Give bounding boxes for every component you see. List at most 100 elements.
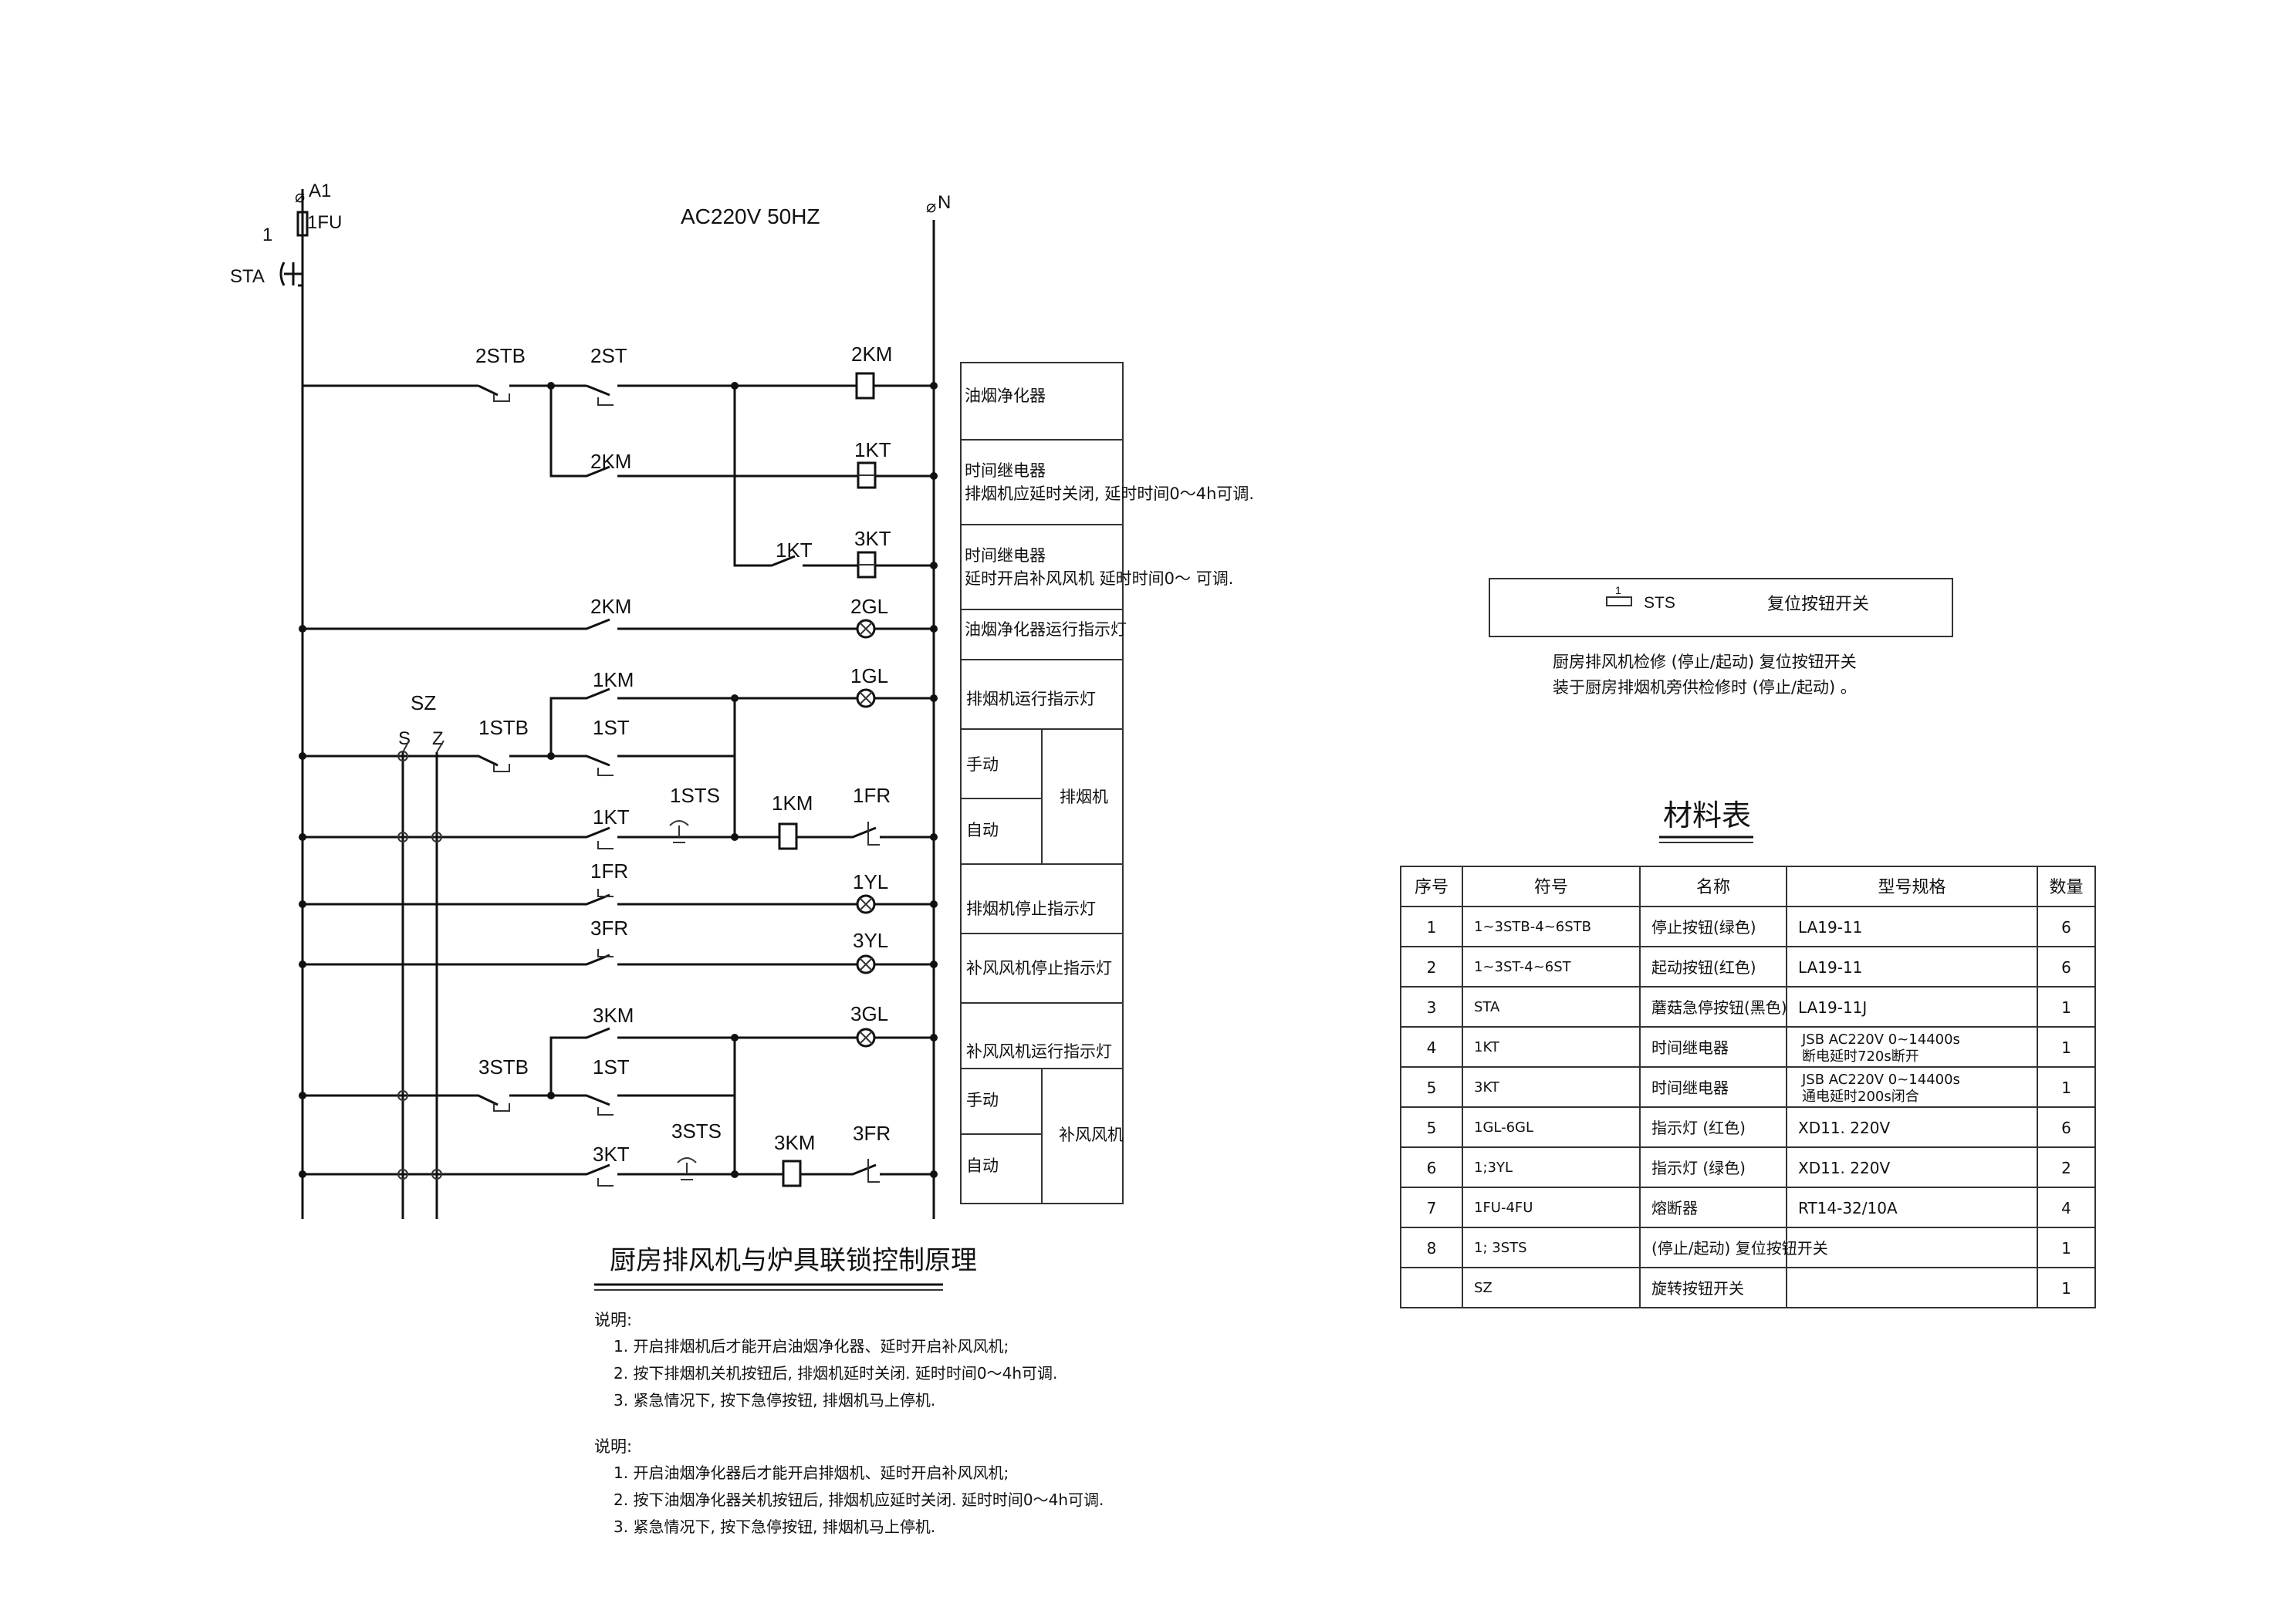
table-cell: 1 <box>2061 998 2071 1017</box>
sz-s-contact-4 <box>397 1169 408 1180</box>
table-cell: 1 <box>2061 1279 2071 1298</box>
table-cell: SZ <box>1474 1280 1493 1296</box>
table-cell: 5 <box>1427 1079 1437 1097</box>
table-cell: 5 <box>1427 1119 1437 1137</box>
table-cell: 断电延时720s断开 <box>1802 1048 1919 1065</box>
neutral-label: N <box>938 192 951 213</box>
drawing-title: 厨房排风机与炉具联锁控制原理 <box>610 1245 977 1276</box>
note-supply-fan: 补风风机 <box>1059 1126 1124 1144</box>
table-cell: 1 <box>2061 1239 2071 1258</box>
table-header: 名称 <box>1696 878 1730 897</box>
legend-sts-symbol <box>1606 596 1632 606</box>
table-cell: 3 <box>1427 998 1437 1017</box>
annotation-column: 油烟净化器 时间继电器 排烟机应延时关闭, 延时时间0～4h可调. 时间继电器 … <box>960 362 1254 1204</box>
label-z: Z <box>432 728 444 749</box>
sz-s-contact-1 <box>397 751 408 761</box>
label-3gl: 3GL <box>850 1002 888 1025</box>
label-3sts: 3STS <box>671 1119 722 1143</box>
table-cell: (停止/起动) 复位按钮开关 <box>1651 1239 1828 1258</box>
table-cell: 旋转按钮开关 <box>1651 1279 1744 1298</box>
notes-heading-1: 说明: <box>594 1311 632 1329</box>
legend-symbol: STS <box>1644 594 1675 612</box>
label-3km-coil: 3KM <box>774 1131 815 1154</box>
table-cell: 蘑菇急停按钮(黑色) <box>1651 998 1787 1017</box>
table-cell: 1 <box>2061 1038 2071 1057</box>
label-1stb: 1STB <box>478 716 529 739</box>
table-cell: 1~3ST-4~6ST <box>1474 959 1572 975</box>
sz-z-contact-2 <box>431 832 442 842</box>
label-2km-lamp: 2KM <box>590 595 631 618</box>
label-2st: 2ST <box>590 344 627 367</box>
label-2km-coil: 2KM <box>851 343 892 366</box>
legend-box: 1 STS 复位按钮开关 厨房排风机检修 (停止/起动) 复位按钮开关 装于厨房… <box>1489 578 1953 697</box>
legend-note-2: 装于厨房排烟机旁供检修时 (停止/起动) 。 <box>1553 678 1857 697</box>
legend-desc: 复位按钮开关 <box>1767 595 1869 614</box>
table-cell: 2 <box>1427 958 1437 977</box>
phase-label: A1 <box>309 181 331 201</box>
table-cell: 4 <box>1427 1038 1437 1057</box>
table-cell: 1 <box>1427 918 1437 937</box>
label-s: S <box>398 728 411 749</box>
notes-block: 说明: 1. 开启排烟机后才能开启油烟净化器、延时开启补风风机; 2. 按下排烟… <box>594 1311 1104 1536</box>
note-relay1-desc: 排烟机应延时关闭, 延时时间0～4h可调. <box>965 484 1254 503</box>
table-cell: 时间继电器 <box>1651 1079 1729 1097</box>
neutral-symbol: ⌀ <box>926 197 936 216</box>
label-2stb: 2STB <box>475 344 526 367</box>
table-cell: 通电延时200s闭合 <box>1802 1089 1919 1105</box>
coil-3km <box>782 1160 802 1187</box>
table-cell: 1; 3STS <box>1474 1240 1527 1256</box>
table-cell: LA19-11 <box>1798 958 1862 977</box>
table-header: 符号 <box>1534 878 1568 897</box>
label-1kt-coil: 1KT <box>854 438 891 461</box>
label-sz: SZ <box>411 691 436 714</box>
label-1st: 1ST <box>593 716 630 739</box>
table-cell: JSB AC220V 0~14400s <box>1801 1031 1960 1048</box>
table-cell: 1GL-6GL <box>1474 1119 1533 1136</box>
table-header: 序号 <box>1415 878 1449 897</box>
table-cell: 起动按钮(红色) <box>1651 958 1756 977</box>
table-cell: 6 <box>2061 918 2071 937</box>
note-1-1: 1. 开启排烟机后才能开启油烟净化器、延时开启补风风机; <box>614 1337 1009 1356</box>
label-2gl: 2GL <box>850 595 888 618</box>
label-3fr-nc: 3FR <box>590 917 628 940</box>
emergency-stop-symbol <box>279 262 304 287</box>
table-cell: 7 <box>1427 1199 1437 1217</box>
table-cell: STA <box>1474 999 1500 1015</box>
table-cell: 停止按钮(绿色) <box>1651 918 1756 937</box>
sz-z-contact-4 <box>431 1169 442 1180</box>
table-cell: 6 <box>2061 958 2071 977</box>
sts-3-symbol <box>677 1157 697 1180</box>
label-1km-coil: 1KM <box>772 792 813 815</box>
table-cell: 1~3STB-4~6STB <box>1474 919 1591 935</box>
label-3kt-contact: 3KT <box>593 1143 630 1166</box>
table-cell: RT14-32/10A <box>1798 1199 1898 1217</box>
table-cell: 2 <box>2061 1159 2071 1177</box>
note-purifier: 油烟净化器 <box>965 387 1046 405</box>
note-exhaust-fan: 排烟机 <box>1060 788 1108 806</box>
label-3st: 1ST <box>593 1055 630 1079</box>
supply-section: A1 ⌀ 1FU 1 STA AC220V 50HZ ⌀ N <box>230 181 951 1219</box>
legend-note-1: 厨房排风机检修 (停止/起动) 复位按钮开关 <box>1553 653 1857 671</box>
table-cell: LA19-11J <box>1798 998 1867 1017</box>
label-3km-aux: 3KM <box>593 1004 634 1027</box>
note-2-1: 1. 开启油烟净化器后才能开启排烟机、延时开启补风风机; <box>614 1464 1009 1482</box>
table-cell: 1;3YL <box>1474 1160 1513 1176</box>
table-cell: 指示灯 (红色) <box>1651 1119 1746 1137</box>
note-relay2-desc: 延时开启补风风机 延时时间0～ 可调. <box>965 569 1233 588</box>
table-cell: 6 <box>1427 1159 1437 1177</box>
table-cell: 6 <box>2061 1119 2071 1137</box>
coil-2km <box>855 372 875 400</box>
note-2-3: 3. 紧急情况下, 按下急停按钮, 排烟机马上停机. <box>614 1518 935 1536</box>
ladder-rungs: 2STB 2ST 2KM 2KM 1KT 1KT 3KT 2KM 2GL <box>299 343 938 1219</box>
fuse-label: 1FU <box>307 212 342 233</box>
label-1km-aux: 1KM <box>593 668 634 691</box>
stop-number: 1 <box>262 225 272 245</box>
table-cell: XD11. 220V <box>1798 1119 1890 1137</box>
sz-s-contact-2 <box>397 832 408 842</box>
legend-num: 1 <box>1615 584 1621 596</box>
sz-s-contact-3 <box>397 1090 408 1101</box>
stop-label: STA <box>230 266 265 287</box>
label-3yl: 3YL <box>853 929 888 952</box>
